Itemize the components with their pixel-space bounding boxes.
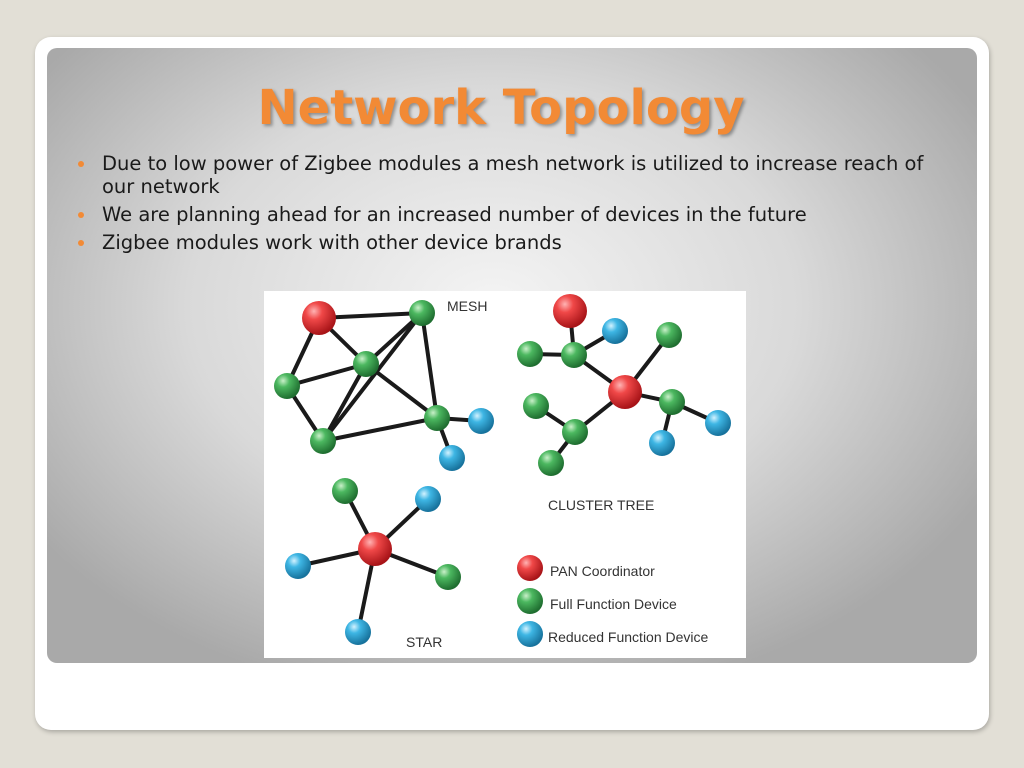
bullet-text: We are planning ahead for an increased n… (102, 203, 807, 226)
bullet-dot-icon (78, 240, 84, 246)
bullet-dot-icon (78, 212, 84, 218)
topology-diagram: MESH CLUS (264, 291, 746, 658)
legend-label-reduced-function-device: Reduced Function Device (548, 629, 709, 645)
bullet-text: Zigbee modules work with other device br… (102, 231, 562, 254)
pan-coordinator-legend-icon (517, 555, 543, 581)
bullet-text: Due to low power of Zigbee modules a mes… (102, 152, 924, 198)
bullet-item: We are planning ahead for an increased n… (75, 203, 925, 226)
bullet-item: Due to low power of Zigbee modules a mes… (75, 152, 925, 198)
legend-label-pan-coordinator: PAN Coordinator (550, 563, 655, 579)
slide-title: Network Topology (257, 80, 745, 136)
mesh-nodes (274, 300, 494, 471)
cluster-tree-label: CLUSTER TREE (548, 497, 654, 513)
bullet-dot-icon (78, 161, 84, 167)
star-nodes (285, 478, 461, 645)
bullet-list: Due to low power of Zigbee modules a mes… (75, 152, 925, 259)
mesh-label: MESH (447, 298, 487, 314)
legend-label-full-function-device: Full Function Device (550, 596, 677, 612)
bullet-item: Zigbee modules work with other device br… (75, 231, 925, 254)
star-label: STAR (406, 634, 442, 650)
topology-diagram-svg: MESH CLUS (274, 294, 731, 650)
legend: PAN Coordinator Full Function Device Red… (517, 555, 709, 647)
cluster-tree-nodes (517, 294, 731, 476)
full-function-device-legend-icon (517, 588, 543, 614)
reduced-function-device-legend-icon (517, 621, 543, 647)
